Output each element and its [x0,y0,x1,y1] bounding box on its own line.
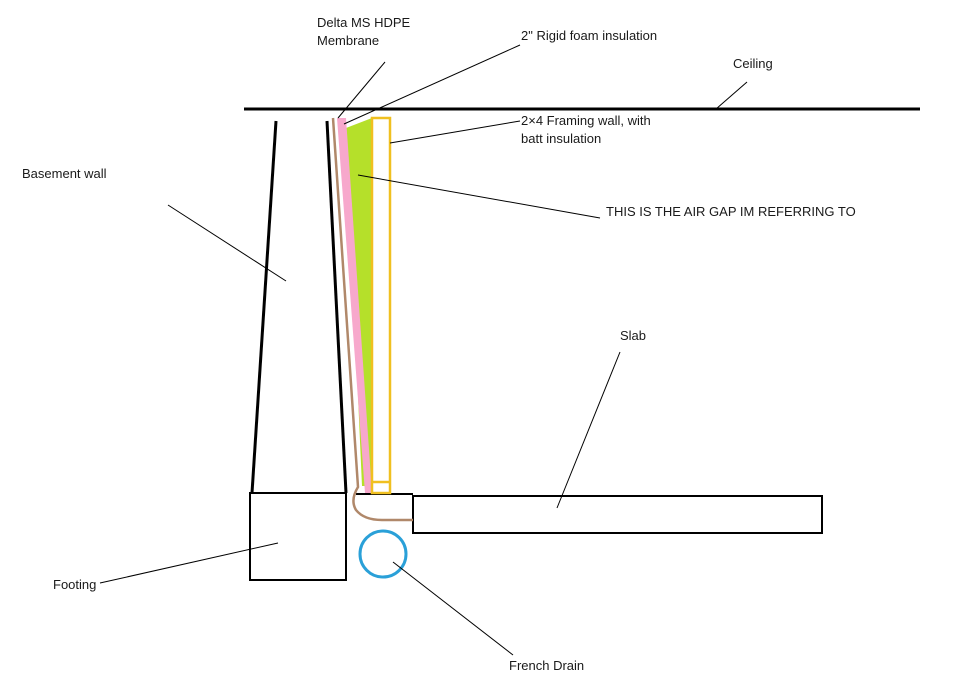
basement-wall-inner-edge [325,120,348,494]
rigid-foam-insulation [337,118,372,493]
rigid-foam-leader [343,44,521,125]
label-membrane-line2: Membrane [317,33,379,48]
basement-wall-leader [167,204,287,282]
label-framing-line1: 2×4 Framing wall, with [521,113,651,128]
label-air-gap: THIS IS THE AIR GAP IM REFERRING TO [606,204,856,219]
framing-leader [389,120,521,144]
french-drain-leader [392,561,514,656]
label-slab: Slab [620,328,646,343]
label-footing: Footing [53,577,96,592]
french-drain-pipe [358,529,408,579]
membrane-leader [337,61,386,119]
framing-wall [370,116,392,495]
label-basement-wall: Basement wall [22,166,107,181]
air-gap-leader [357,174,601,219]
basement-wall-outer-edge [250,120,278,494]
ceiling-leader [715,81,748,110]
footing-leader [99,542,279,584]
air-gap [346,118,372,486]
label-rigid-foam: 2" Rigid foam insulation [521,28,657,43]
footing [249,492,347,581]
delta-ms-membrane [331,117,413,522]
slab-leader [556,351,621,509]
label-membrane-line1: Delta MS HDPE [317,15,411,30]
slab [412,495,823,534]
label-ceiling: Ceiling [733,56,773,71]
label-framing-line2: batt insulation [521,131,601,146]
label-french-drain: French Drain [509,658,584,673]
